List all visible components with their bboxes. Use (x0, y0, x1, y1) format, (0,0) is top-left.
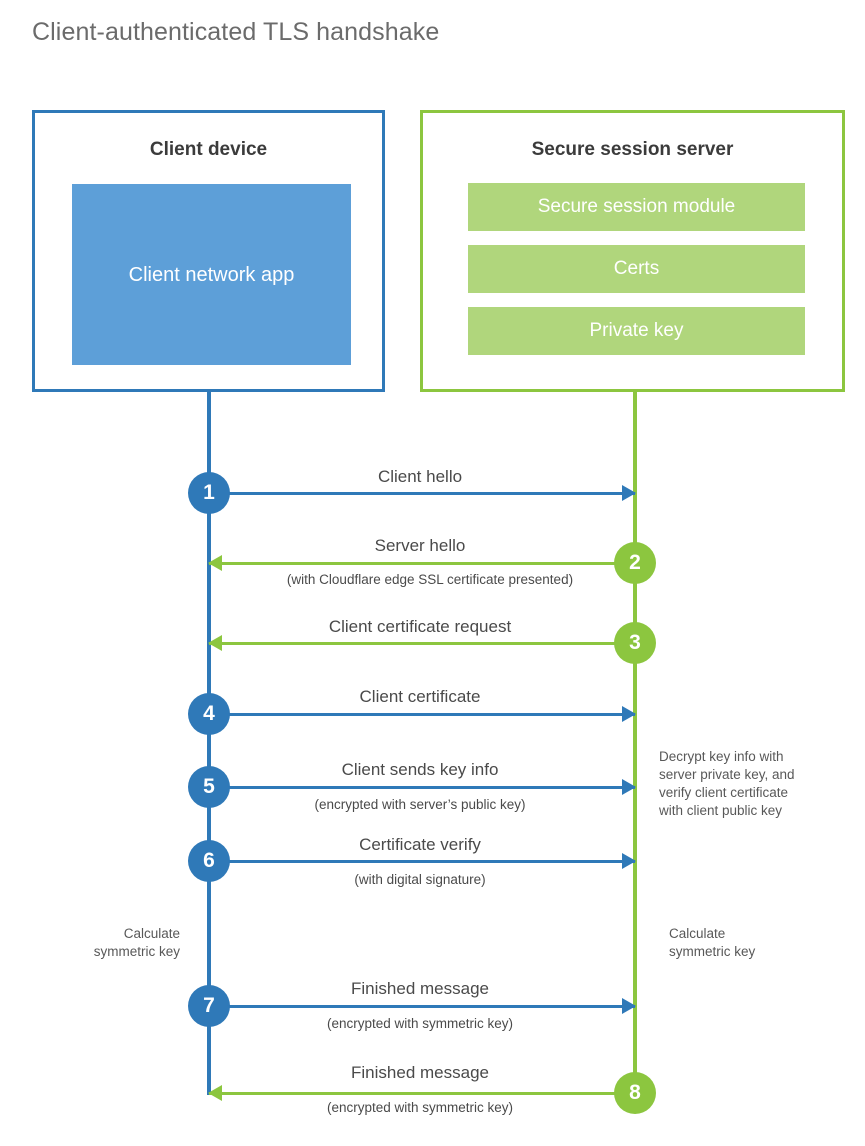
message-label-6: Certificate verify (359, 835, 481, 854)
client-lifeline (207, 392, 211, 1095)
message-label-8: Finished message (351, 1063, 489, 1082)
note-server-calculate-symmetric-key: Calculate symmetric key (669, 926, 756, 959)
server-lifeline (633, 392, 637, 1095)
message-label-1: Client hello (377, 467, 463, 486)
step-badge-3: 3 (614, 622, 656, 664)
message-sub-7: (encrypted with symmetric key) (326, 1016, 514, 1031)
secure-session-server-panel: Secure session server Secure session mod… (420, 110, 845, 392)
message-label-3: Client certificate request (328, 617, 512, 636)
message-sub-6: (with digital signature) (354, 872, 486, 887)
step-badge-2: 2 (614, 542, 656, 584)
step-badge-5: 5 (188, 766, 230, 808)
message-label-7: Finished message (351, 979, 489, 998)
server-module-private-key: Private key (468, 307, 805, 355)
message-sub-5: (encrypted with server’s public key) (314, 797, 526, 812)
step-badge-7: 7 (188, 985, 230, 1027)
page-title: Client-authenticated TLS handshake (32, 18, 440, 46)
note-server-decrypt: Decrypt key info with server private key… (659, 749, 795, 818)
secure-session-server-title: Secure session server (531, 139, 734, 160)
message-sub-8: (encrypted with symmetric key) (326, 1100, 514, 1115)
step-badge-6: 6 (188, 840, 230, 882)
step-badge-1: 1 (188, 472, 230, 514)
step-badge-4: 4 (188, 693, 230, 735)
client-network-app-box: Client network app (72, 184, 351, 365)
server-module-secure-session-module: Secure session module (468, 183, 805, 231)
step-badge-8: 8 (614, 1072, 656, 1114)
note-client-calculate-symmetric-key: Calculate symmetric key (93, 926, 180, 959)
server-module-certs: Certs (468, 245, 805, 293)
message-label-2: Server hello (374, 536, 466, 555)
message-label-4: Client certificate (359, 687, 481, 706)
client-device-title: Client device (149, 139, 268, 160)
message-label-5: Client sends key info (341, 760, 499, 779)
message-sub-2: (with Cloudflare edge SSL certificate pr… (286, 572, 574, 587)
client-device-panel: Client device Client network app (32, 110, 385, 392)
